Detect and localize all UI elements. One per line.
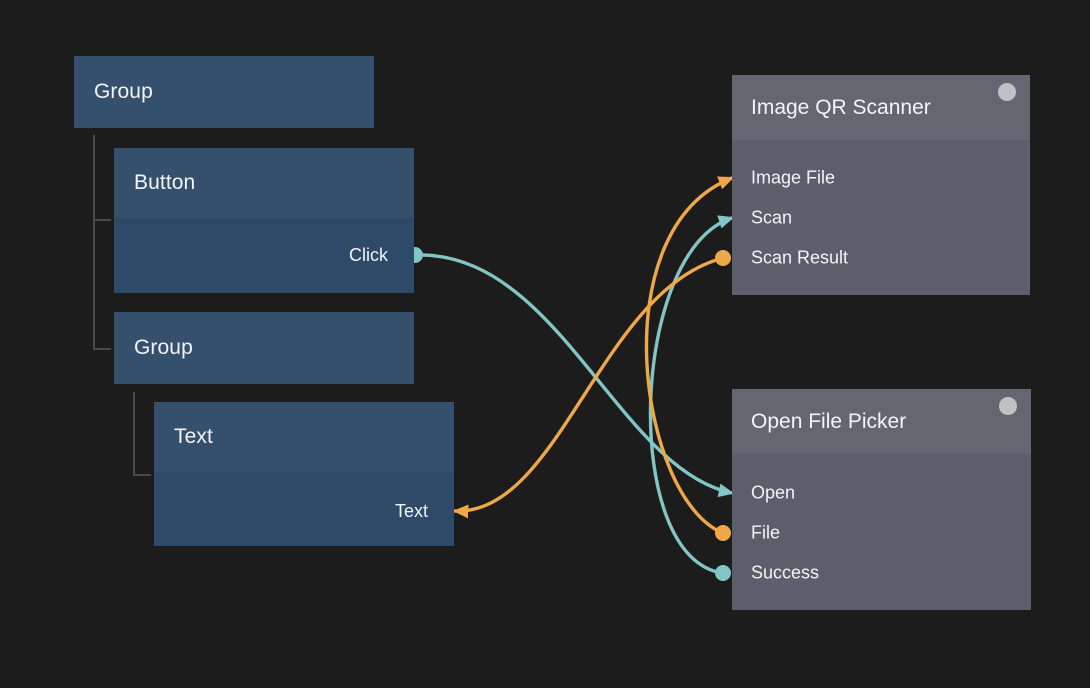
widget-node-header: Group [114, 312, 414, 384]
wire-file-to-image-file[interactable] [644, 176, 735, 535]
port-label: Image File [751, 167, 836, 188]
action-node-header: Open File Picker [732, 389, 1031, 454]
port-dot-qr-scan-result[interactable] [715, 250, 731, 266]
action-node-title: Image QR Scanner [751, 95, 931, 119]
widget-node-title: Button [134, 171, 196, 194]
port-ofp-file[interactable]: File [751, 523, 780, 544]
port-qr-image-file[interactable]: Image File [751, 168, 835, 189]
wire-scanresult-to-text[interactable] [452, 256, 725, 519]
widget-node-header: Text [154, 402, 454, 472]
port-button-click[interactable]: Click [349, 245, 388, 266]
status-dot-icon[interactable] [999, 397, 1017, 415]
guide-root-stub-button [93, 219, 111, 221]
widget-node-header: Group [74, 56, 374, 128]
port-ofp-open[interactable]: Open [751, 483, 795, 504]
widget-node-title: Group [94, 80, 153, 103]
port-text-in[interactable]: Text [395, 501, 428, 522]
guide-root-vertical [93, 135, 95, 350]
status-dot-icon[interactable] [998, 83, 1016, 101]
port-ofp-success[interactable]: Success [751, 563, 819, 584]
port-label: Text [394, 501, 428, 521]
action-node-title: Open File Picker [751, 409, 907, 433]
widget-node-body: Text [154, 472, 454, 546]
port-label: Success [751, 562, 820, 583]
port-qr-scan[interactable]: Scan [751, 208, 792, 229]
widget-node-title: Text [174, 425, 213, 448]
widget-node-body: Click [114, 218, 414, 293]
port-label: File [751, 522, 781, 543]
widget-node-group-root[interactable]: Group [74, 56, 374, 128]
wire-success-to-scan[interactable] [648, 215, 735, 575]
action-node-header: Image QR Scanner [732, 75, 1030, 140]
port-qr-scan-result[interactable]: Scan Result [751, 248, 848, 269]
guide-child-vertical [133, 392, 135, 476]
widget-node-header: Button [114, 148, 414, 218]
guide-root-stub-group [93, 348, 111, 350]
port-label: Open [751, 482, 796, 503]
wire-click-to-open[interactable] [421, 253, 735, 498]
port-label: Click [349, 245, 388, 265]
port-label: Scan [751, 207, 793, 228]
port-dot-ofp-file[interactable] [715, 525, 731, 541]
widget-node-group-child[interactable]: Group [114, 312, 414, 384]
widget-node-title: Group [134, 336, 193, 359]
guide-child-stub-text [133, 474, 151, 476]
port-label: Scan Result [751, 247, 849, 268]
port-dot-ofp-success[interactable] [715, 565, 731, 581]
